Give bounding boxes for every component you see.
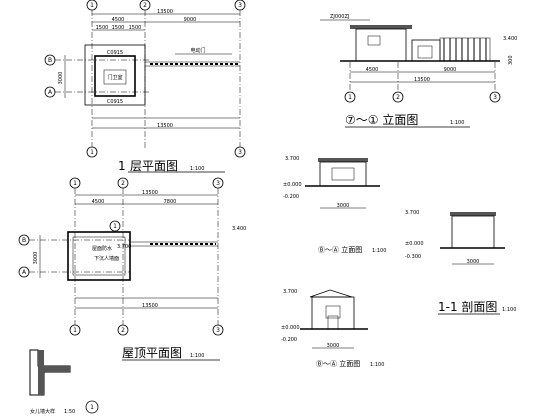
elev-dim-a: 4500 <box>366 67 379 73</box>
roof-dim-a: 4500 <box>92 199 105 205</box>
front-elevation: ZJ000ZJ 3.400 300 4500 9000 13500 <box>320 14 517 128</box>
axis-label-1: 1 <box>90 2 94 9</box>
sec3-level-zero: ±0.000 <box>281 325 300 331</box>
roof-axis-1: 1 <box>73 180 77 187</box>
axis-label-a: A <box>48 89 53 96</box>
elev-dim-b: 9000 <box>444 67 457 73</box>
sec1-level-top: 3.700 <box>285 156 299 162</box>
sec3-scale: 1:100 <box>370 362 384 368</box>
elev-gate-bars <box>443 38 487 61</box>
dim-top-b: 9000 <box>184 17 197 23</box>
roof-waterproof-note: 屋面防水 <box>92 245 112 252</box>
roof-dim-b: 7800 <box>164 199 177 205</box>
sec2-level-bottom: -0.300 <box>405 254 421 260</box>
sec1-title: Ⓑ～Ⓐ 立面图 <box>318 245 362 254</box>
elev-dim-right: 300 <box>508 55 514 65</box>
dim-top-s3: 1500 <box>129 25 142 31</box>
detail-title: 女儿墙大样 <box>30 408 55 415</box>
guard-room-walls <box>94 55 136 97</box>
section-1-1: 3.700 ±0.000 -0.300 3000 1-1 剖面图 1:100 <box>405 210 516 315</box>
axis-label-b: B <box>48 57 52 64</box>
sec2-scale: 1:100 <box>502 307 516 313</box>
roof-dim-bottom: 13500 <box>142 303 158 309</box>
roof-note: 下沉人墙面 <box>94 255 119 262</box>
side-elevation-2: 3.700 ±0.000 -0.200 3000 Ⓑ～Ⓐ 立面图 1:100 <box>281 289 384 368</box>
sec1-scale: 1:100 <box>372 248 386 254</box>
dim-top-s2: 1500 <box>112 25 125 31</box>
roof-level: 3.700 <box>117 244 131 250</box>
sec3-title: Ⓑ～Ⓐ 立面图 <box>316 359 360 368</box>
elev-title: ⑦～① 立面图 <box>345 112 418 127</box>
sec2-title: 1-1 剖面图 <box>438 300 497 314</box>
sec1-level-zero: ±0.000 <box>283 182 302 188</box>
side-elevation-1: 3.700 ±0.000 -0.200 3000 Ⓑ～Ⓐ 立面图 1:100 <box>283 156 386 254</box>
plan1-title: 层平面图 <box>130 159 178 173</box>
dim-top-total: 13500 <box>157 9 173 15</box>
parapet-detail: 1 女儿墙大样 1:50 <box>29 349 99 415</box>
sec3-level-bottom: -0.200 <box>281 337 297 343</box>
elev-level-top: 3.400 <box>503 36 517 42</box>
detail-number: 1 <box>90 404 94 411</box>
plan1-scale: 1:100 <box>190 166 204 172</box>
roof-axis-bottom-3: 3 <box>216 327 220 334</box>
roof-axis-a: A <box>22 269 27 276</box>
roof-title: 屋顶平面图 <box>122 346 182 360</box>
elev-scale: 1:100 <box>450 120 464 126</box>
roof-scale: 1:100 <box>190 353 204 359</box>
first-floor-plan: 1 2 3 13500 4500 9000 1500 1500 1500 B A… <box>44 0 246 173</box>
roof-axis-bottom-1: 1 <box>73 327 77 334</box>
roof-axis-b: B <box>22 237 26 244</box>
window-label-1: C0915 <box>107 50 123 56</box>
elev-axis-2: 2 <box>396 94 400 101</box>
axis-label-2: 2 <box>143 2 147 9</box>
sec1-level-bottom: -0.200 <box>283 194 299 200</box>
roof-axis-3: 3 <box>216 180 220 187</box>
roof-dim-left: 3000 <box>33 252 39 265</box>
roof-axis-bottom-2: 2 <box>121 327 125 334</box>
roof-detail-ref: 1 <box>113 223 117 230</box>
elev-axis-3: 3 <box>493 94 497 101</box>
room-label: 门卫室 <box>107 74 122 81</box>
dim-top-a: 4500 <box>112 17 125 23</box>
axis-label-bottom-3: 3 <box>238 149 242 156</box>
sec2-dim: 3000 <box>467 259 480 265</box>
roof-plan: 1 2 3 13500 4500 7800 B A 3000 1 3.700 下… <box>18 177 246 361</box>
plan1-title-prefix: 1 <box>118 159 126 173</box>
roof-axis-2: 2 <box>121 180 125 187</box>
sec3-dim: 3000 <box>327 343 340 349</box>
axis-label-bottom-1: 1 <box>90 149 94 156</box>
dim-top-s1: 1500 <box>96 25 109 31</box>
sec1-dim: 3000 <box>337 203 350 209</box>
axis-label-3: 3 <box>238 2 242 9</box>
roof-outline <box>67 231 131 281</box>
elev-axis-1: 1 <box>348 94 352 101</box>
sec3-level-top: 3.700 <box>283 289 297 295</box>
sec2-level-zero: ±0.000 <box>405 241 424 247</box>
roof-level-2: 3.400 <box>232 226 246 232</box>
dim-bottom-total: 13500 <box>157 123 173 129</box>
dim-left-total: 3000 <box>58 72 64 85</box>
roof-dim-total: 13500 <box>142 190 158 196</box>
detail-scale: 1:50 <box>64 409 75 415</box>
elev-dim-total: 13500 <box>414 77 430 83</box>
elev-note: ZJ000ZJ <box>330 14 349 20</box>
sec2-level-top: 3.700 <box>405 210 419 216</box>
window-label-2: C0915 <box>107 99 123 105</box>
gate-label: 电动门 <box>190 47 205 54</box>
elev-guard-house <box>355 28 407 62</box>
canopy-outline <box>84 44 146 106</box>
